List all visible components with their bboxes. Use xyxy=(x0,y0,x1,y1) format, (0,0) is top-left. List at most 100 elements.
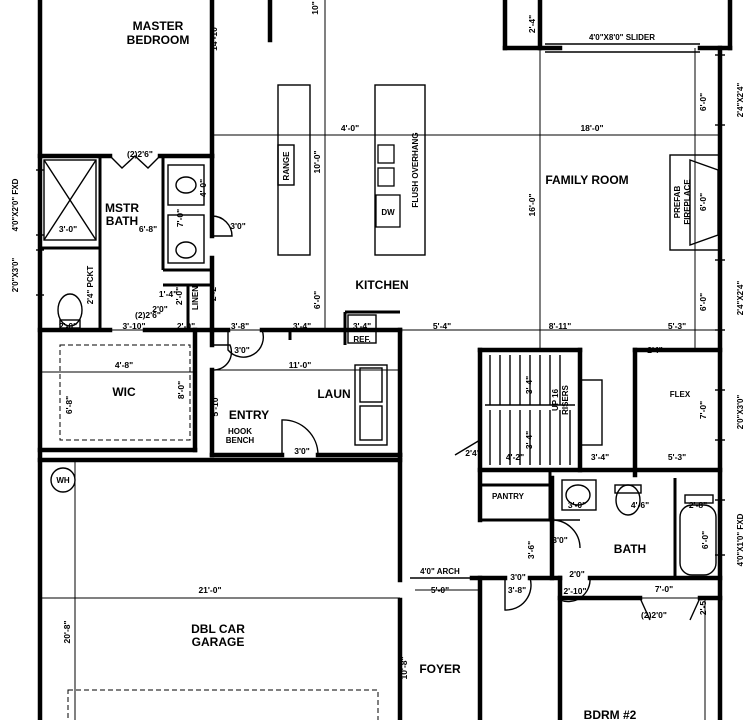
dim-cl-2-0: 2'-0" xyxy=(174,287,184,305)
label-slider: 4'0"X8'0" SLIDER xyxy=(589,33,655,42)
dim-b-2-5: 2'-5" xyxy=(698,597,708,615)
dimension-labels: 14'-10" 4'-0" 18'-0" 16'-0" 10'-0" 6'-0"… xyxy=(59,1,710,679)
room-mstr-bath-1: MSTR xyxy=(105,201,139,215)
dim-f-5-3-top: 5'-3" xyxy=(668,321,686,331)
dim-b-2-8: 2'-8" xyxy=(689,500,707,510)
label-win-flex: 2'0"X3'0" xyxy=(736,395,745,430)
dim-k-3-4-ref: 3'-4" xyxy=(353,321,371,331)
label-risers: RISERS xyxy=(561,384,570,414)
room-family-room: FAMILY ROOM xyxy=(545,173,628,187)
room-garage-1: DBL CAR xyxy=(191,622,245,636)
dim-top-2-4: 2'-4" xyxy=(527,15,537,33)
dim-pckt-3-10: 3'-10" xyxy=(122,321,145,331)
room-labels: MASTER BEDROOM MSTR BATH WIC KITCHEN FAM… xyxy=(105,19,691,720)
dim-fo-5-0: 5'-0" xyxy=(431,585,449,595)
dim-k-3-4: 3'-4" xyxy=(293,321,311,331)
dim-b-6-0: 6'-0" xyxy=(700,531,710,549)
dim-wic-6-8: 6'-8" xyxy=(64,396,74,414)
dim-st-3-4b: 3'-4" xyxy=(524,431,534,449)
dim-fam-16-0: 16'-0" xyxy=(527,193,537,216)
dim-mb-6-8: 6'-8" xyxy=(139,224,157,234)
label-prefab-2: FIREPLACE xyxy=(683,179,692,225)
label-prefab-1: PREFAB xyxy=(673,186,682,219)
room-wic: WIC xyxy=(112,385,136,399)
note-labels: 4'0"X8'0" SLIDER RANGE DW FLUSH OVERHANG… xyxy=(11,33,745,576)
label-linen: LINEN xyxy=(191,286,200,310)
dim-fo-3-0: 3'0" xyxy=(510,572,526,582)
dim-wic-4-8: 4'-8" xyxy=(115,360,133,370)
dim-k-3-8: 3'-8" xyxy=(231,321,249,331)
dim-st-3-4c: 3'-4" xyxy=(591,452,609,462)
label-range: RANGE xyxy=(282,151,291,181)
label-win-mb: 4'0"X2'0" FXD xyxy=(11,178,20,231)
dim-g-20-8: 20'-8" xyxy=(62,620,72,643)
stair-treads xyxy=(485,355,603,465)
dim-mb-2-6: (2)2'6" xyxy=(127,149,153,159)
room-garage-2: GARAGE xyxy=(192,635,245,649)
dim-fam-6-0-low: 6'-0" xyxy=(698,293,708,311)
room-foyer: FOYER xyxy=(419,662,461,676)
dim-b-4-6: 4'-6" xyxy=(631,500,649,510)
dim-mb-3-0: 3'-0" xyxy=(59,224,77,234)
dim-top-10: 10" xyxy=(310,1,320,15)
dim-st-3-4: 3'-4" xyxy=(524,376,534,394)
dim-fo-10-8: 10'-8" xyxy=(399,656,409,679)
dim-fo-3-8: 3'-8" xyxy=(508,585,526,595)
dim-b-7-0: 7'-0" xyxy=(655,584,673,594)
dim-b-3-0: 3'-0" xyxy=(568,500,586,510)
dim-fam-18-0: 18'-0" xyxy=(580,123,603,133)
label-ref: REF. xyxy=(353,335,370,344)
label-win-fam-top: 2'4"X2'4" xyxy=(736,83,745,118)
dim-cl-2-0-door: 2'0" xyxy=(152,304,168,314)
dim-b-2-0: 2'0" xyxy=(569,569,585,579)
dim-st-2-4: 2'4" xyxy=(465,448,481,458)
dim-cl-2-2: 2'-2" xyxy=(208,283,218,301)
dim-e-11-0: 11'-0" xyxy=(289,360,312,370)
dim-st-4-2: 4'-2" xyxy=(506,452,524,462)
room-pantry: PANTRY xyxy=(492,492,525,501)
dim-b-3-6: 3'-6" xyxy=(526,541,536,559)
dim-mb-3-0-door: 3'0" xyxy=(230,221,246,231)
room-master-bedroom-2: BEDROOM xyxy=(127,33,190,47)
label-bench: BENCH xyxy=(226,436,255,445)
dim-b-2-10: 2'-10" xyxy=(563,586,586,596)
room-kitchen: KITCHEN xyxy=(355,278,408,292)
dim-k-10-0: 10'-0" xyxy=(312,150,322,173)
dim-pckt-2-0: 2'-0" xyxy=(59,321,77,331)
label-wh: WH xyxy=(56,476,70,485)
room-laun: LAUN xyxy=(317,387,350,401)
label-dw: DW xyxy=(381,208,395,217)
label-hook: HOOK xyxy=(228,427,252,436)
room-master-bedroom-1: MASTER xyxy=(133,19,184,33)
dim-k-5-4: 5'-4" xyxy=(433,321,451,331)
dim-fam-6-0-mid: 6'-0" xyxy=(698,193,708,211)
room-mstr-bath-2: BATH xyxy=(106,214,138,228)
details xyxy=(36,0,725,720)
dim-cl-1-4: 1'-4" xyxy=(159,289,177,299)
dim-e-3-0-door: 3'0" xyxy=(294,446,310,456)
dim-mb-4-0: 4'-0" xyxy=(198,179,208,197)
dim-b-3-0-door: 3'0" xyxy=(552,535,568,545)
label-pckt: 2'4" PCKT xyxy=(86,266,95,305)
room-bdrm2: BDRM #2 xyxy=(584,708,637,720)
dim-cl-2-0-bottom: 2'-0" xyxy=(177,321,195,331)
room-flex: FLEX xyxy=(670,390,691,399)
dim-g-21-0: 21'-0" xyxy=(198,585,221,595)
dim-s-8-11: 8'-11" xyxy=(549,321,572,331)
dim-mb-7-0: 7'-0" xyxy=(175,209,185,227)
label-win-mstr-bath: 2'0"X3'0" xyxy=(11,258,20,293)
room-entry: ENTRY xyxy=(229,408,269,422)
dim-e-5-10: 5'-10" xyxy=(210,393,220,416)
dim-e-3-0: 3'0" xyxy=(234,345,250,355)
dim-b-2-2-0: (2)2'0" xyxy=(641,610,667,620)
room-bath: BATH xyxy=(614,542,646,556)
dim-k-4-0: 4'-0" xyxy=(341,123,359,133)
label-flush-overhang: FLUSH OVERHANG xyxy=(411,132,420,207)
dim-cl-2-6: (2)2'6" xyxy=(135,310,161,320)
label-arch: 4'0" ARCH xyxy=(420,567,460,576)
label-win-bath: 4'0"X1'0" FXD xyxy=(736,513,745,566)
dim-fam-6-0-top: 6'-0" xyxy=(698,93,708,111)
label-win-fam-mid: 2'4"X2'4" xyxy=(736,281,745,316)
dim-k-6-0: 6'-0" xyxy=(312,291,322,309)
